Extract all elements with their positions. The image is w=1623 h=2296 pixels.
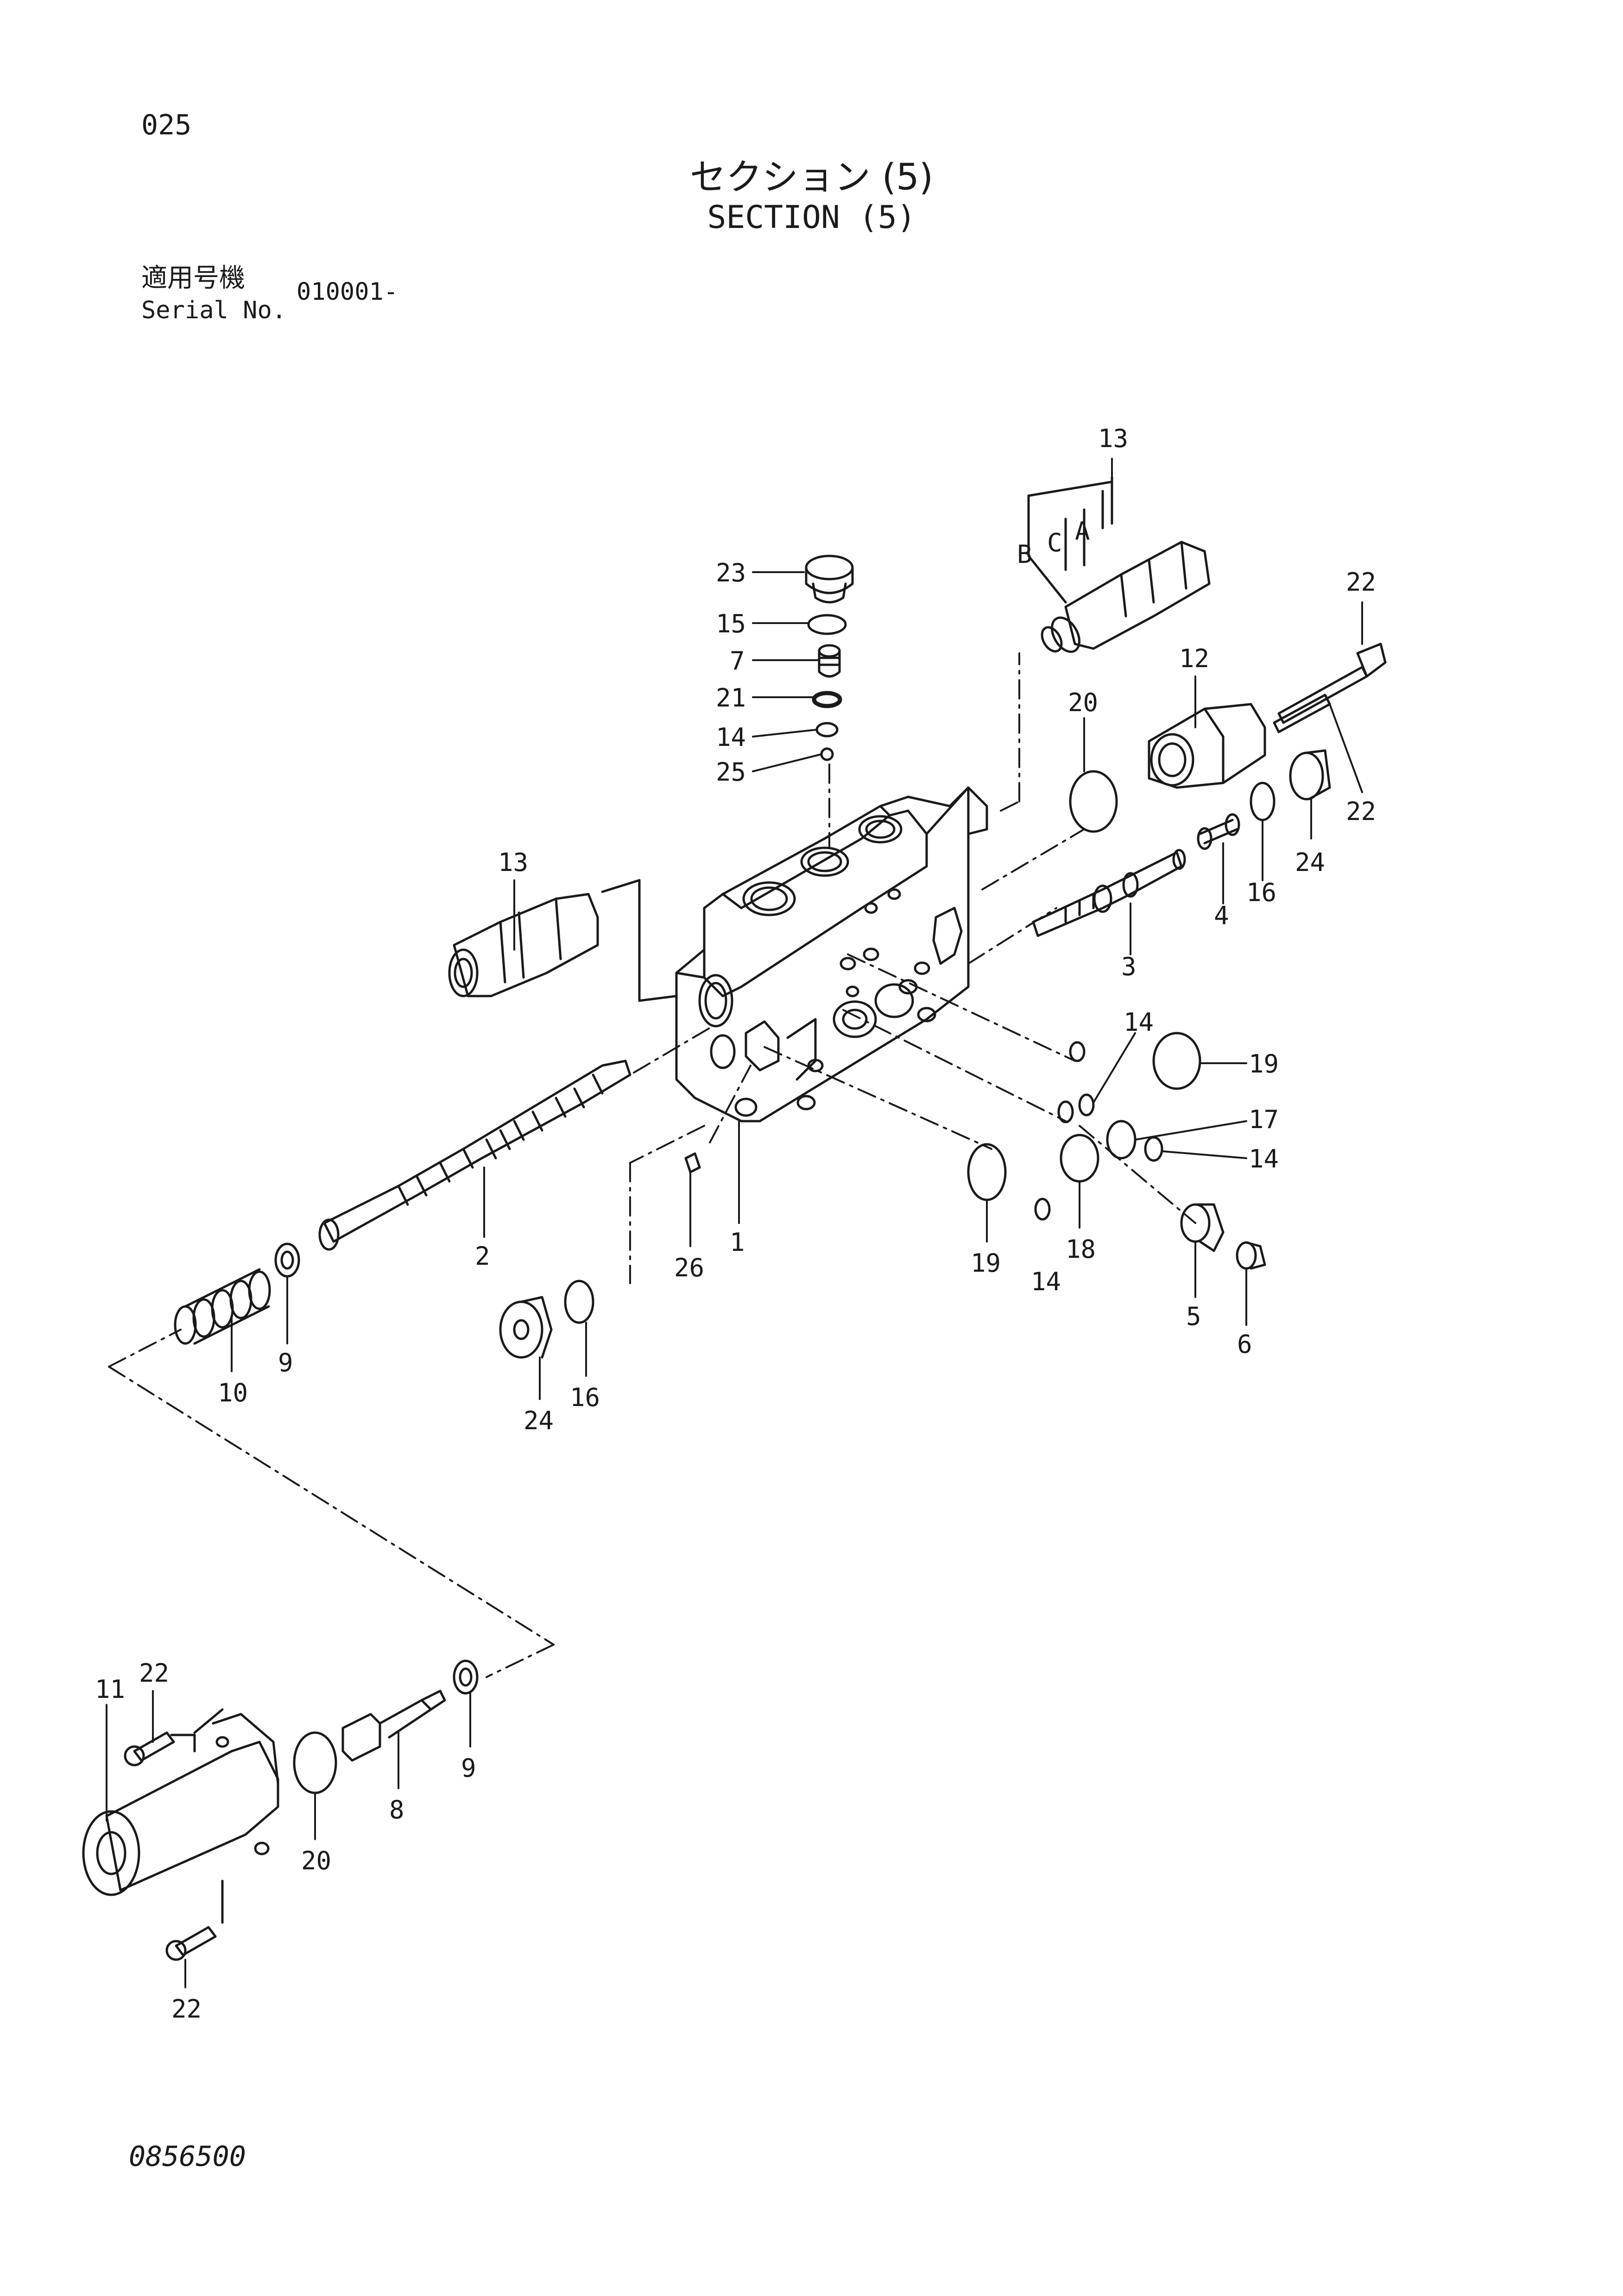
cover-part-12: [1148, 703, 1266, 789]
page-title-english: SECTION (5): [707, 199, 916, 236]
callout-7: 7: [730, 646, 745, 675]
o-ring-part-14-mid-b: [1057, 1100, 1074, 1123]
check-poppet-part-7: [818, 644, 841, 678]
set-screw-part-26: [684, 1152, 701, 1173]
o-ring-part-14-top: [815, 722, 839, 738]
callout-c: C: [1047, 528, 1062, 557]
callout-10: 10: [218, 1378, 248, 1407]
o-ring-part-20-top: [1069, 770, 1118, 833]
callout-9-top: 9: [278, 1348, 293, 1377]
seat-part-9-top: [274, 1243, 300, 1278]
relief-valve-part-13-left: [448, 879, 678, 1002]
callout-19-mid: 19: [971, 1249, 1001, 1278]
callout-24-left: 24: [524, 1406, 554, 1435]
o-ring-part-14-low: [1034, 1198, 1051, 1221]
callout-leaders: [106, 458, 1363, 1988]
callout-22-bl-top: 22: [139, 1659, 169, 1688]
valve-body-part-1: [675, 786, 988, 1123]
callout-a: A: [1075, 517, 1090, 546]
ball-part-25: [820, 747, 834, 761]
seat-part-9-bottom: [453, 1659, 479, 1695]
callout-16-right: 16: [1246, 878, 1276, 907]
page-number: 025: [141, 109, 192, 141]
callout-14-mid: 14: [1124, 1008, 1154, 1037]
o-ring-part-16-left: [564, 1280, 594, 1324]
spool-part-2: [318, 1060, 632, 1251]
callout-14-low: 14: [1031, 1267, 1061, 1296]
bolt-part-22-bl-top: [124, 1731, 196, 1766]
ring-part-21: [812, 691, 842, 708]
o-ring-part-16-right: [1250, 782, 1276, 821]
callout-5: 5: [1186, 1302, 1201, 1331]
callout-21: 21: [716, 683, 746, 713]
callout-22-right: 22: [1346, 797, 1376, 826]
serial-label-english: Serial No.: [141, 296, 287, 324]
callout-19-right: 19: [1249, 1049, 1279, 1079]
plug-part-24-right: [1289, 749, 1331, 801]
spool-part-3: [1032, 849, 1186, 937]
callout-3: 3: [1121, 952, 1137, 981]
callout-26: 26: [674, 1253, 704, 1282]
callout-12: 12: [1179, 644, 1209, 673]
callout-4: 4: [1214, 901, 1229, 930]
o-ring-part-15: [807, 614, 847, 635]
callout-b: B: [1017, 540, 1032, 569]
callout-9-bottom: 9: [461, 1754, 476, 1783]
callout-17: 17: [1249, 1105, 1279, 1134]
callout-13-top: 13: [1098, 424, 1128, 453]
callout-8: 8: [389, 1795, 404, 1824]
callout-22-bl-bottom: 22: [171, 1994, 202, 2024]
o-ring-part-19-mid: [967, 1143, 1007, 1201]
callout-14-top: 14: [716, 723, 746, 752]
plug-part-5: [1180, 1203, 1225, 1252]
callout-18: 18: [1066, 1235, 1096, 1264]
o-ring-part-18: [1060, 1134, 1099, 1183]
cap-part-11: [82, 1708, 279, 1896]
callout-20-bottom: 20: [301, 1846, 331, 1875]
serial-label-japanese: 適用号機: [141, 263, 245, 293]
callout-20-top: 20: [1068, 688, 1098, 717]
callout-11: 11: [95, 1675, 125, 1704]
callout-14-right: 14: [1249, 1144, 1279, 1173]
stopper-part-8: [341, 1690, 446, 1762]
callout-1: 1: [730, 1228, 745, 1257]
serial-number-range: 010001-: [297, 278, 398, 306]
spring-part-10: [174, 1268, 271, 1345]
callout-16-left: 16: [570, 1383, 600, 1412]
relief-valve-part-13-top: [1027, 476, 1211, 653]
o-ring-part-17: [1106, 1120, 1137, 1160]
callout-24-right: 24: [1295, 848, 1325, 877]
o-ring-part-14-mid-c: [1078, 1093, 1095, 1116]
callout-6: 6: [1237, 1330, 1252, 1359]
o-ring-part-14-mid-a: [1069, 1041, 1086, 1062]
callout-13-left: 13: [498, 848, 528, 877]
callout-15: 15: [716, 609, 746, 638]
assembly-axis-lines: [108, 652, 1196, 1678]
callout-25: 25: [716, 757, 746, 787]
bolt-part-22-bl-bottom: [165, 1880, 224, 1961]
o-ring-part-20-bottom: [293, 1731, 337, 1794]
cap-part-6: [1236, 1241, 1266, 1270]
spring-part-4: [1197, 813, 1240, 850]
page-title-japanese: セクション (5): [689, 157, 934, 198]
plug-part-24-left: [499, 1296, 553, 1359]
plug-part-23: [805, 555, 854, 604]
callout-22-top: 22: [1346, 568, 1376, 597]
callout-labels: 13 B C A 23 15 7 21 14 25 22 12 20 22 24…: [95, 424, 1376, 2024]
drawing-number: 0856500: [129, 2140, 246, 2173]
o-ring-part-14-right: [1144, 1136, 1163, 1162]
callout-2: 2: [475, 1242, 490, 1271]
callout-23: 23: [716, 558, 746, 587]
o-ring-part-19-right: [1152, 1032, 1201, 1090]
